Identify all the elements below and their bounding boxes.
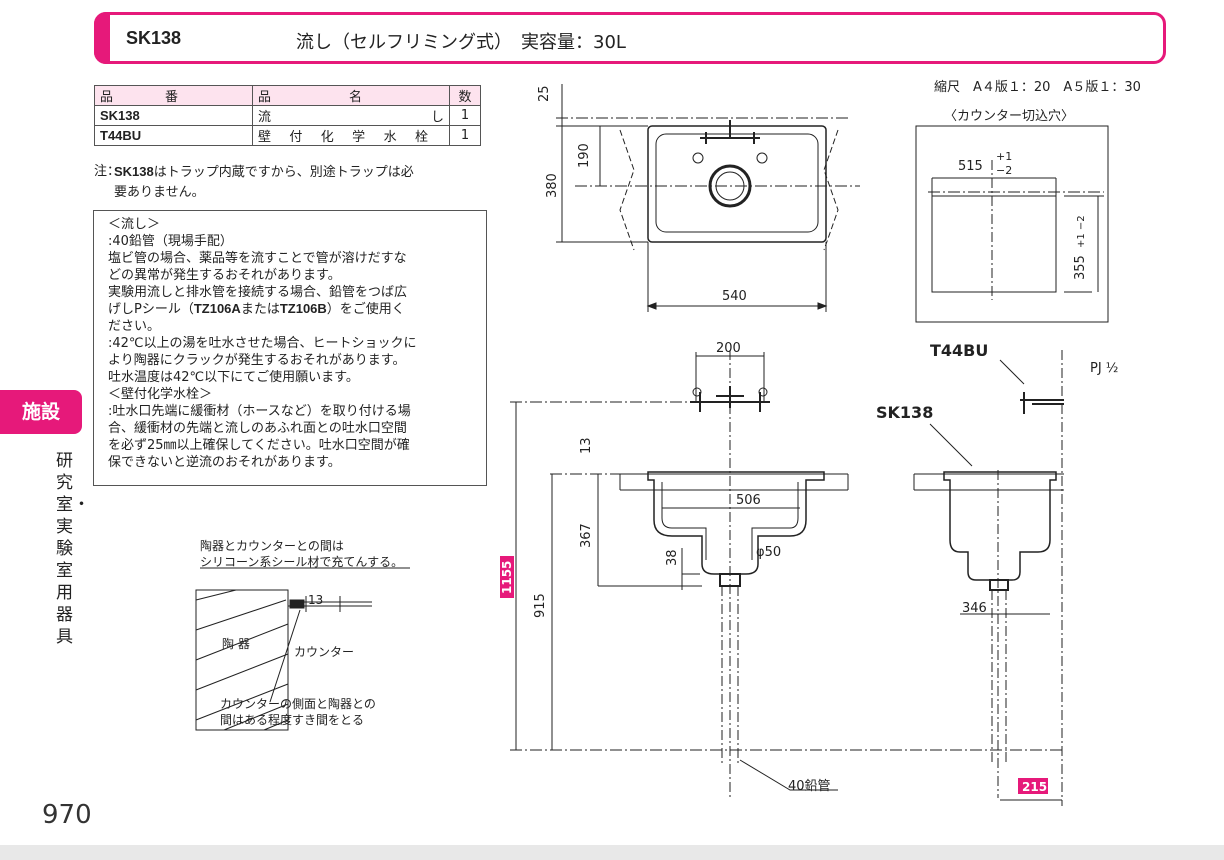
side-view bbox=[913, 350, 1064, 806]
dim-offset: 346 bbox=[962, 601, 987, 616]
footer-band bbox=[0, 845, 1224, 860]
cutout-height-tol: +1 −2 bbox=[1076, 215, 1087, 248]
header-part-name: 品 名 bbox=[252, 85, 450, 106]
row-name-char: 学 bbox=[352, 130, 366, 145]
cutout-view bbox=[915, 125, 1109, 323]
seal-note: 陶器とカウンターとの間は bbox=[200, 538, 344, 553]
dim-top: 25 bbox=[537, 85, 552, 102]
sink-caution-title: ＜流し＞ bbox=[108, 217, 161, 232]
row-name-char: 付 bbox=[289, 130, 303, 145]
category-label: 研究室・実験室用器具 bbox=[56, 451, 90, 647]
faucet-caution-title: ＜壁付化学水栓＞ bbox=[108, 387, 213, 402]
caution-line: 保できないと逆流のおそれがあります。 bbox=[108, 455, 341, 470]
front-view bbox=[510, 350, 1064, 798]
row-name-char: 化 bbox=[320, 130, 334, 145]
product-code: SK138 bbox=[126, 28, 182, 48]
caution-line: 吐水温度は42℃以下にてご使用願います。 bbox=[108, 370, 359, 385]
plan-view bbox=[556, 84, 860, 312]
caution-code: TZ106B bbox=[279, 301, 327, 316]
gap-note: カウンターの側面と陶器との bbox=[220, 696, 376, 711]
dim-depth: 367 bbox=[579, 523, 594, 548]
caution-line: 合、緩衝材の先端と流しのあふれ面との吐水口空間 bbox=[108, 421, 407, 436]
dim-outlet: 38 bbox=[665, 549, 680, 566]
dim-b: 380 bbox=[545, 173, 560, 198]
seal-note: シリコーン系シール材で充てんする。 bbox=[200, 554, 403, 569]
caution-line: 塩ビ管の場合、薬品等を流すことで管が溶けだすな bbox=[108, 251, 407, 266]
caution-line: より陶器にクラックが発生するおそれがあります。 bbox=[108, 353, 406, 368]
row-name-char: 水 bbox=[383, 130, 397, 145]
parts-table: 品 番 品 名 数 SK138 流し 1 T44BU 壁 付 化 学 水 栓 1 bbox=[94, 85, 481, 146]
caution-line: :吐水口先端に緩衝材（ホースなど）を取り付ける場 bbox=[108, 404, 411, 419]
table-row: SK138 流し 1 bbox=[94, 105, 481, 126]
caution-line: ださい。 bbox=[108, 319, 161, 334]
dim-diameter: φ50 bbox=[756, 545, 781, 560]
caution-text: ）をご使用く bbox=[326, 302, 405, 317]
wall-offset: 215 bbox=[1022, 780, 1047, 794]
caution-line: げしPシール（TZ106AまたはTZ106B）をご使用く bbox=[108, 298, 405, 317]
row-name: 流し bbox=[252, 105, 450, 126]
scale-note: 縮尺 A４版１：20 A５版１：30 bbox=[934, 80, 1141, 95]
detail-gap: 13 bbox=[308, 593, 323, 607]
title-frame bbox=[94, 12, 1166, 64]
cutout-width: 515 bbox=[958, 159, 983, 174]
caution-line: どの異常が発生するおそれがあります。 bbox=[108, 268, 341, 283]
pipe-label: 40鉛管 bbox=[788, 779, 831, 794]
dim-bowl-width: 506 bbox=[736, 493, 761, 508]
caution-line: :42℃以上の湯を吐水させた場合、ヒートショックに bbox=[108, 336, 417, 351]
trap-note: 注： SK138はトラップ内蔵ですから、別途トラップは必要ありません。 bbox=[94, 162, 494, 203]
row-name-char: 壁 bbox=[258, 130, 272, 145]
counter-label: カウンター bbox=[294, 645, 354, 659]
caution-line: を必ず25㎜以上確保してください。吐水口空間が確 bbox=[108, 438, 410, 453]
row-name-right: し bbox=[430, 110, 444, 125]
total-height: 1155 bbox=[500, 561, 514, 594]
sink-label: SK138 bbox=[876, 403, 933, 422]
cutout-width-tol: −2 bbox=[996, 164, 1012, 177]
dim-faucet-span: 200 bbox=[716, 341, 741, 356]
installation-detail bbox=[195, 567, 410, 731]
title-accent-bar bbox=[94, 12, 110, 64]
cutout-height: 355 bbox=[1073, 255, 1088, 280]
note-text: はトラップ内蔵ですから、別途トラップは必 bbox=[153, 165, 414, 180]
dim-a: 190 bbox=[577, 143, 592, 168]
note-code: SK138 bbox=[114, 164, 154, 179]
pj-label: PJ ½ bbox=[1090, 361, 1118, 376]
caution-line: 実験用流しと排水管を接続する場合、鉛管をつば広 bbox=[108, 285, 408, 300]
caution-line: :40鉛管（現場手配） bbox=[108, 234, 233, 249]
product-name: 流し（セルフリミング式） 実容量：30L bbox=[296, 32, 626, 53]
ceramic-label: 陶 器 bbox=[222, 636, 250, 651]
row-qty: 1 bbox=[449, 125, 481, 146]
cutout-title: 〈カウンター切込穴〉 bbox=[944, 109, 1074, 124]
gap-note: 間はある程度すき間をとる bbox=[220, 712, 364, 727]
row-name: 壁 付 化 学 水 栓 bbox=[252, 125, 450, 146]
cutout-width-tol: +1 bbox=[996, 150, 1012, 163]
caution-text: げしPシール（ bbox=[108, 302, 194, 317]
caution-text: または bbox=[240, 302, 280, 317]
note-text: 要ありません。 bbox=[114, 185, 205, 200]
section-tab: 施設 bbox=[0, 390, 82, 434]
dim-rim: 13 bbox=[579, 437, 594, 454]
note-label: 注： bbox=[94, 164, 121, 179]
row-name-left: 流 bbox=[258, 110, 272, 125]
dim-width: 540 bbox=[722, 289, 747, 304]
page-number: 970 bbox=[42, 800, 92, 830]
faucet-label: T44BU bbox=[930, 341, 988, 360]
table-row: T44BU 壁 付 化 学 水 栓 1 bbox=[94, 125, 481, 146]
dim-height: 915 bbox=[533, 593, 548, 618]
row-name-char: 栓 bbox=[414, 130, 428, 145]
total-height-badge bbox=[500, 556, 514, 598]
cautions-box: ＜流し＞ :40鉛管（現場手配） 塩ビ管の場合、薬品等を流すことで管が溶けだすな… bbox=[93, 210, 487, 486]
wall-offset-badge bbox=[1018, 778, 1048, 794]
caution-code: TZ106A bbox=[193, 301, 241, 316]
